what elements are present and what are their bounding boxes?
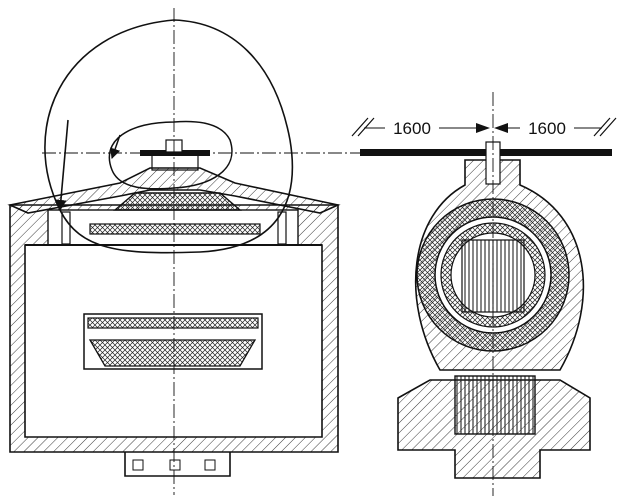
cover — [7, 167, 341, 214]
base-bracket — [124, 452, 231, 477]
lower-core — [88, 339, 257, 367]
outer-flux-arrow — [55, 119, 69, 212]
right-sectional-view — [351, 92, 617, 496]
base-core — [454, 375, 536, 435]
dimension-right: 1600 — [528, 119, 566, 138]
inner-flux-arrow — [110, 134, 121, 159]
lower-winding-top — [87, 317, 259, 329]
upper-winding — [89, 223, 261, 235]
outer-flux-loop — [44, 19, 294, 254]
lower-block-frame — [83, 313, 263, 370]
dimension-left: 1600 — [393, 119, 431, 138]
upper-core — [113, 192, 242, 211]
